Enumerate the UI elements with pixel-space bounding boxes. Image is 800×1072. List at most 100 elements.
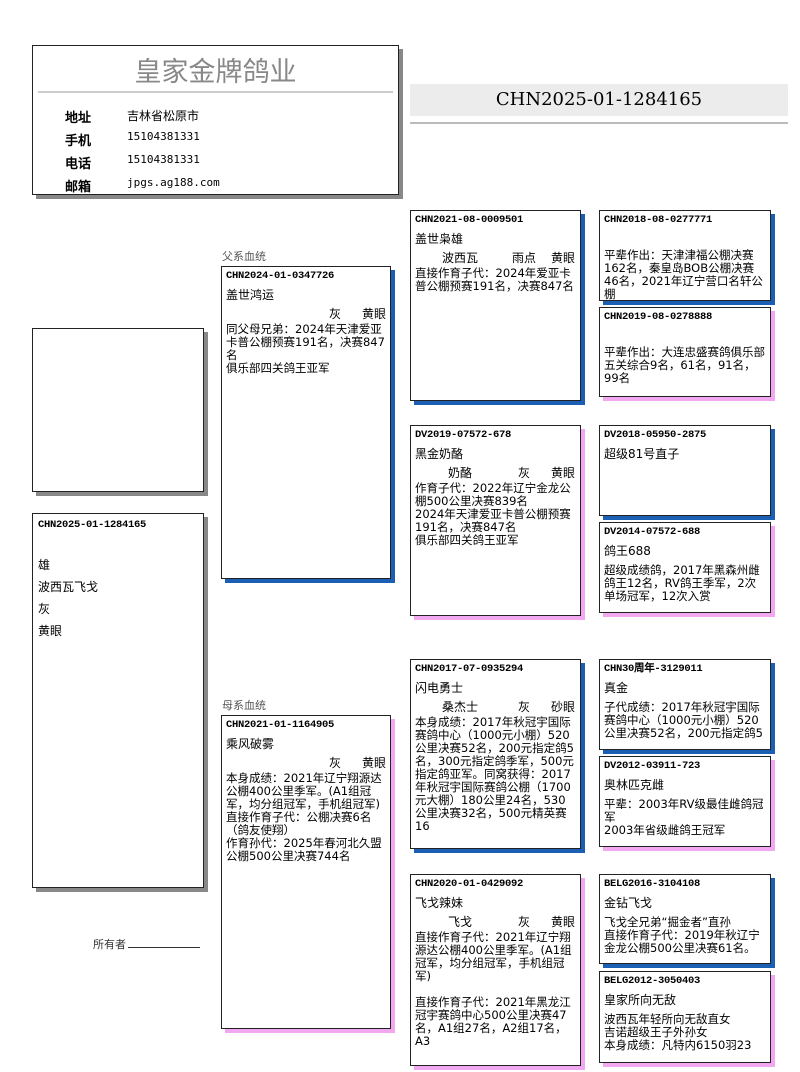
info-label: 手机 [65,134,92,149]
info-value: 15104381331 [127,130,200,143]
color: 雨点 [511,251,536,265]
info-address: 地址 吉林省松原市 [65,107,199,126]
eye-color: 黄眼 [550,915,575,929]
strain: 桑杰士 [441,700,478,714]
pigeon-attributes: 灰 黄眼 [226,757,386,770]
pigeon-details: 本身成绩：2021年辽宁翔源达公棚400公里季军。(A1组冠军，均分组冠军，手机… [226,771,382,863]
info-phone: 电话 15104381331 [65,153,200,172]
pigeon-name: 金钻飞戈 [604,896,653,910]
pigeon-details: 直接作育子代：2021年辽宁翔源达公棚400公里季军。(A1组冠军，均分组冠军，… [415,930,572,1048]
pigeon-attributes: 灰 黄眼 [226,308,386,321]
pigeon-attributes: 飞戈 灰 黄眼 [415,916,576,929]
pedigree-card-dss: CHN30周年-3129011 真金子代成绩：2017年秋冠宇国际赛鸽中心（100… [599,659,771,750]
eye-color: 砂眼 [550,700,575,714]
pigeon-details: 本身成绩：2017年秋冠宇国际赛鸽中心（1000元小棚）520公里决赛52名，2… [415,715,574,833]
info-value: 15104381331 [127,153,200,166]
color: 灰 [328,756,341,770]
pigeon-details: 超级成绩鸽，2017年黑森州雌鸽王12名，RV鸽王季军，2次单场冠军，12次入赏 [604,563,760,603]
info-value: jpgs.ag188.com [127,176,220,189]
info-value: 吉林省松原市 [127,109,200,123]
color: 灰 [517,915,530,929]
pigeon-name: 鸽王688 [604,544,651,558]
strain [226,308,316,321]
divider [38,91,393,93]
pigeon-name: 真金 [604,681,629,695]
ring-number: BELG2012-3050403 [604,975,701,987]
color: 灰 [517,466,530,480]
pigeon-details: 平辈：2003年RV级最佳雌鸽冠军 2003年省级雌鸽王冠军 [604,797,764,837]
ring-number: DV2019-07572-678 [415,429,512,441]
dam-side-label: 母系血统 [222,699,266,712]
pedigree-card-dds: BELG2016-3104108 金钻飞戈飞戈全兄弟“掘金者”直孙 直接作育子代：… [599,874,771,964]
ring-number: DV2014-07572-688 [604,526,701,538]
strain [226,757,316,770]
ring-number: CHN2021-08-0009501 [415,214,524,226]
pigeon-name: 盖世鸿运 [226,288,275,302]
pigeon-name: 盖世枭雄 [415,232,464,246]
spacer [604,330,766,346]
info-label: 邮箱 [65,180,92,195]
ring-number: CHN2018-08-0277771 [604,214,713,226]
pigeon-details: 同父母兄弟：2024年天津爱亚卡普公棚预赛191名，决赛847名 俱乐部四关鸽王… [226,322,385,375]
color: 灰 [328,307,341,321]
ring-number: CHN2017-07-0935294 [415,663,524,675]
pedigree-card-sds: DV2018-05950-2875 超级81号直子 [599,425,771,516]
pigeon-name: 超级81号直子 [604,447,680,461]
eye-color: 黄眼 [550,466,575,480]
pedigree-card-dsd: DV2012-03911-723 奥林匹克雌平辈：2003年RV级最佳雌鸽冠军 2… [599,756,771,847]
eye-color: 黄眼 [361,756,386,770]
info-mobile: 手机 15104381331 [65,130,200,149]
sire-side-label: 父系血统 [222,250,266,263]
pigeon-details: 平辈作出：大连忠盛赛鸽俱乐部五关综合9名，61名，91名，99名 [604,345,765,385]
subject-sex: 雄 [38,558,51,572]
ring-number: CHN2019-08-0278888 [604,311,713,323]
strain: 飞戈 [447,915,472,929]
pigeon-attributes: 奶酪 灰 黄眼 [415,467,576,480]
pigeon-details: 子代成绩：2017年秋冠宇国际赛鸽中心（1000元小棚）520公里决赛52名，2… [604,700,763,740]
strain: 奶酪 [447,466,472,480]
pigeon-name: 黑金奶酪 [415,447,464,461]
pigeon-name: 乘风破雾 [226,737,275,751]
ring-number: CHN2021-01-1164905 [226,719,335,731]
color: 灰 [517,700,530,714]
info-label: 地址 [65,111,92,126]
pigeon-name: 飞戈辣妹 [415,896,464,910]
owner-label: 所有者 [93,938,126,951]
pigeon-details: 飞戈全兄弟“掘金者”直孙 直接作育子代：2019年秋辽宁金龙公棚500公里决赛6… [604,915,760,955]
owner-field: 所有者 [93,936,200,952]
pedigree-card-dam: CHN2021-01-1164905 乘风破雾灰 黄眼本身成绩：2021年辽宁翔源达… [221,715,391,1029]
pedigree-card-sss: CHN2018-08-0277771 平辈作出：天津津福公棚决赛162名，秦皇岛B… [599,210,771,301]
pigeon-name: 皇家所向无敌 [604,993,677,1007]
pigeon-attributes: 桑杰士 灰 砂眼 [415,701,576,714]
pedigree-card-dd: CHN2020-01-0429092 飞戈辣妹飞戈 灰 黄眼直接作育子代：2021年辽… [410,874,581,1066]
pigeon-details: 直接作育子代：2024年爱亚卡普公棚预赛191名，决赛847名 [415,266,574,293]
spacer [604,233,766,249]
eye-color: 黄眼 [361,307,386,321]
pedigree-card-ds: CHN2017-07-0935294 闪电勇士桑杰士 灰 砂眼本身成绩：2017年秋冠… [410,659,581,849]
divider [410,122,788,124]
photo-placeholder [32,328,204,492]
pedigree-card-sdd: DV2014-07572-688 鸽王688 超级成绩鸽，2017年黑森州雌鸽王12… [599,522,771,613]
ring-number: DV2012-03911-723 [604,760,701,772]
pedigree-card-ddd: BELG2012-3050403 皇家所向无敌波西瓦年轻所向无敌直女 吉诺超级王子… [599,971,771,1063]
subject-pigeon-card: CHN2025-01-1284165 雄 波西瓦飞戈 灰 黄眼 [32,513,204,888]
ring-number-title: CHN2025-01-1284165 [410,84,788,116]
pigeon-details: 平辈作出：天津津福公棚决赛162名，秦皇岛BOB公棚决赛46名，2021年辽宁营… [604,248,763,301]
pedigree-card-sd: DV2019-07572-678 黑金奶酪奶酪 灰 黄眼作育子代：2022年辽宁金龙公… [410,425,581,616]
subject-eye: 黄眼 [38,624,63,638]
info-label: 电话 [65,157,92,172]
pigeon-details: 作育子代：2022年辽宁金龙公棚500公里决赛839名 2024年天津爱亚卡普公… [415,481,571,547]
ring-number: CHN30周年-3129011 [604,663,703,675]
subject-strain: 波西瓦飞戈 [38,580,99,594]
pigeon-name: 奥林匹克雌 [604,778,665,792]
subject-ring: CHN2025-01-1284165 [38,519,147,531]
pigeon-name: 闪电勇士 [415,681,464,695]
pigeon-details: 波西瓦年轻所向无敌直女 吉诺超级王子外孙女 本身成绩：凡特内6150羽23 [604,1012,752,1052]
pedigree-card-ssd: CHN2019-08-0278888 平辈作出：大连忠盛赛鸽俱乐部五关综合9名，6… [599,307,771,397]
ring-number: DV2018-05950-2875 [604,429,707,441]
ring-number: BELG2016-3104108 [604,878,701,890]
ring-number: CHN2020-01-0429092 [415,878,524,890]
ring-number: CHN2024-01-0347726 [226,270,335,282]
